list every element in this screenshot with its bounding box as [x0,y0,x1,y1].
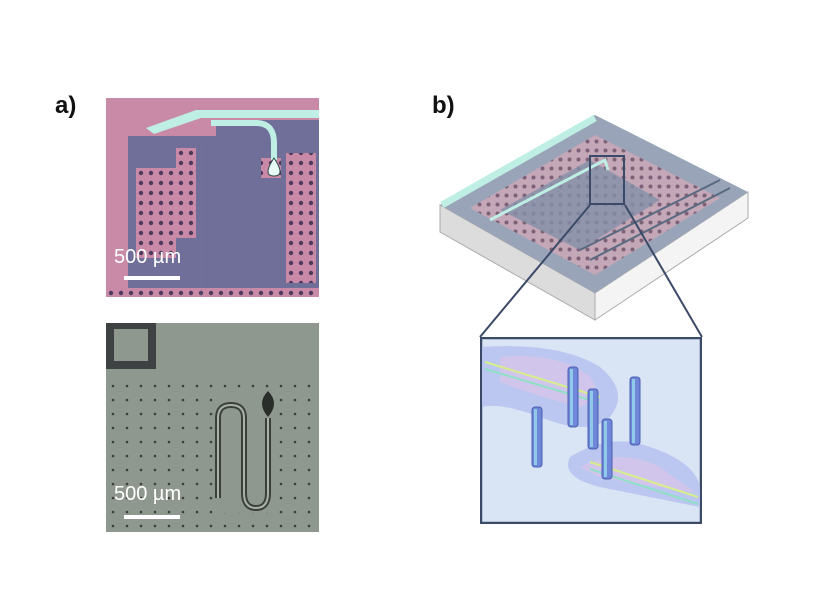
simulation-inset [480,337,702,524]
simulation-inset-graphic [480,337,702,524]
micrograph-bottom-graphic [106,323,319,532]
scale-bar-top [124,276,180,280]
optical-micrograph-top: 500 µm [106,98,319,297]
chip-3d-graphic [439,114,749,321]
scale-label-top: 500 µm [114,246,182,268]
panel-label-a: a) [55,92,77,119]
micrograph-top-graphic [106,98,319,297]
zoom-connector-lines [479,204,703,338]
scale-label-bottom: 500 µm [114,483,182,505]
chip-3d-render [430,110,760,340]
scale-bar-bottom [124,515,180,519]
panel-label-b: b) [432,92,455,119]
optical-micrograph-bottom: 500 µm [106,323,319,532]
